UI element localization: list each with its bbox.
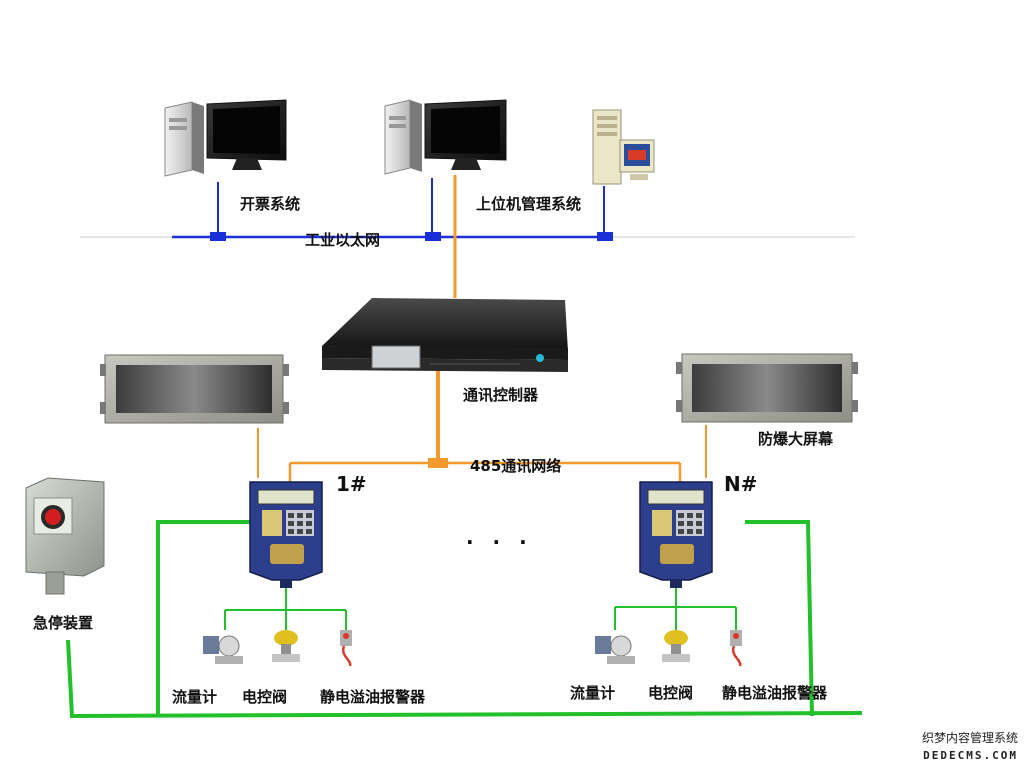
label-flowmeter-right: 流量计 [570, 684, 616, 702]
watermark-text: 织梦内容管理系统 [921, 731, 1018, 745]
led-screen-icon [100, 354, 289, 424]
label-valve-left: 电控阀 [242, 688, 288, 706]
label-ticketing-system: 开票系统 [240, 195, 301, 213]
terminal-icon [639, 481, 713, 588]
label-flowmeter-left: 流量计 [172, 688, 218, 706]
led-screen-icon [676, 353, 858, 423]
label-emergency-stop: 急停装置 [33, 614, 94, 632]
label-alarm-right: 静电溢油报警器 [722, 684, 828, 702]
label-terminal-1: 1# [336, 472, 367, 496]
emergency-loop-lines [66, 520, 863, 719]
emergency-stop-icon [25, 477, 105, 595]
flowmeter-icon [595, 635, 635, 664]
ethernet-bus [80, 178, 855, 241]
label-host-management-system: 上位机管理系统 [476, 195, 582, 213]
branch-lines [224, 588, 737, 630]
desktop-pc-icon [164, 99, 287, 177]
ellipsis-more-terminals: · · · [466, 530, 533, 554]
flowmeter-icon [203, 635, 243, 664]
label-industrial-ethernet: 工业以太网 [305, 231, 381, 249]
controller-box-icon [322, 298, 568, 372]
rs485-network-lines [257, 175, 707, 482]
alarm-icon [730, 630, 742, 667]
label-explosion-proof-screen: 防爆大屏幕 [758, 430, 834, 448]
label-communication-controller: 通讯控制器 [463, 386, 539, 404]
label-terminal-n: N# [724, 472, 758, 496]
valve-icon [662, 630, 690, 662]
desktop-pc-icon [384, 99, 507, 175]
terminal-icon [249, 481, 323, 588]
watermark-domain: DEDECMS.COM [923, 749, 1018, 762]
label-valve-right: 电控阀 [648, 684, 694, 702]
label-alarm-left: 静电溢油报警器 [320, 688, 426, 706]
alarm-icon [340, 630, 352, 667]
valve-icon [272, 630, 300, 662]
label-485-network: 485通讯网络 [470, 457, 562, 475]
server-tower-icon [592, 109, 655, 185]
